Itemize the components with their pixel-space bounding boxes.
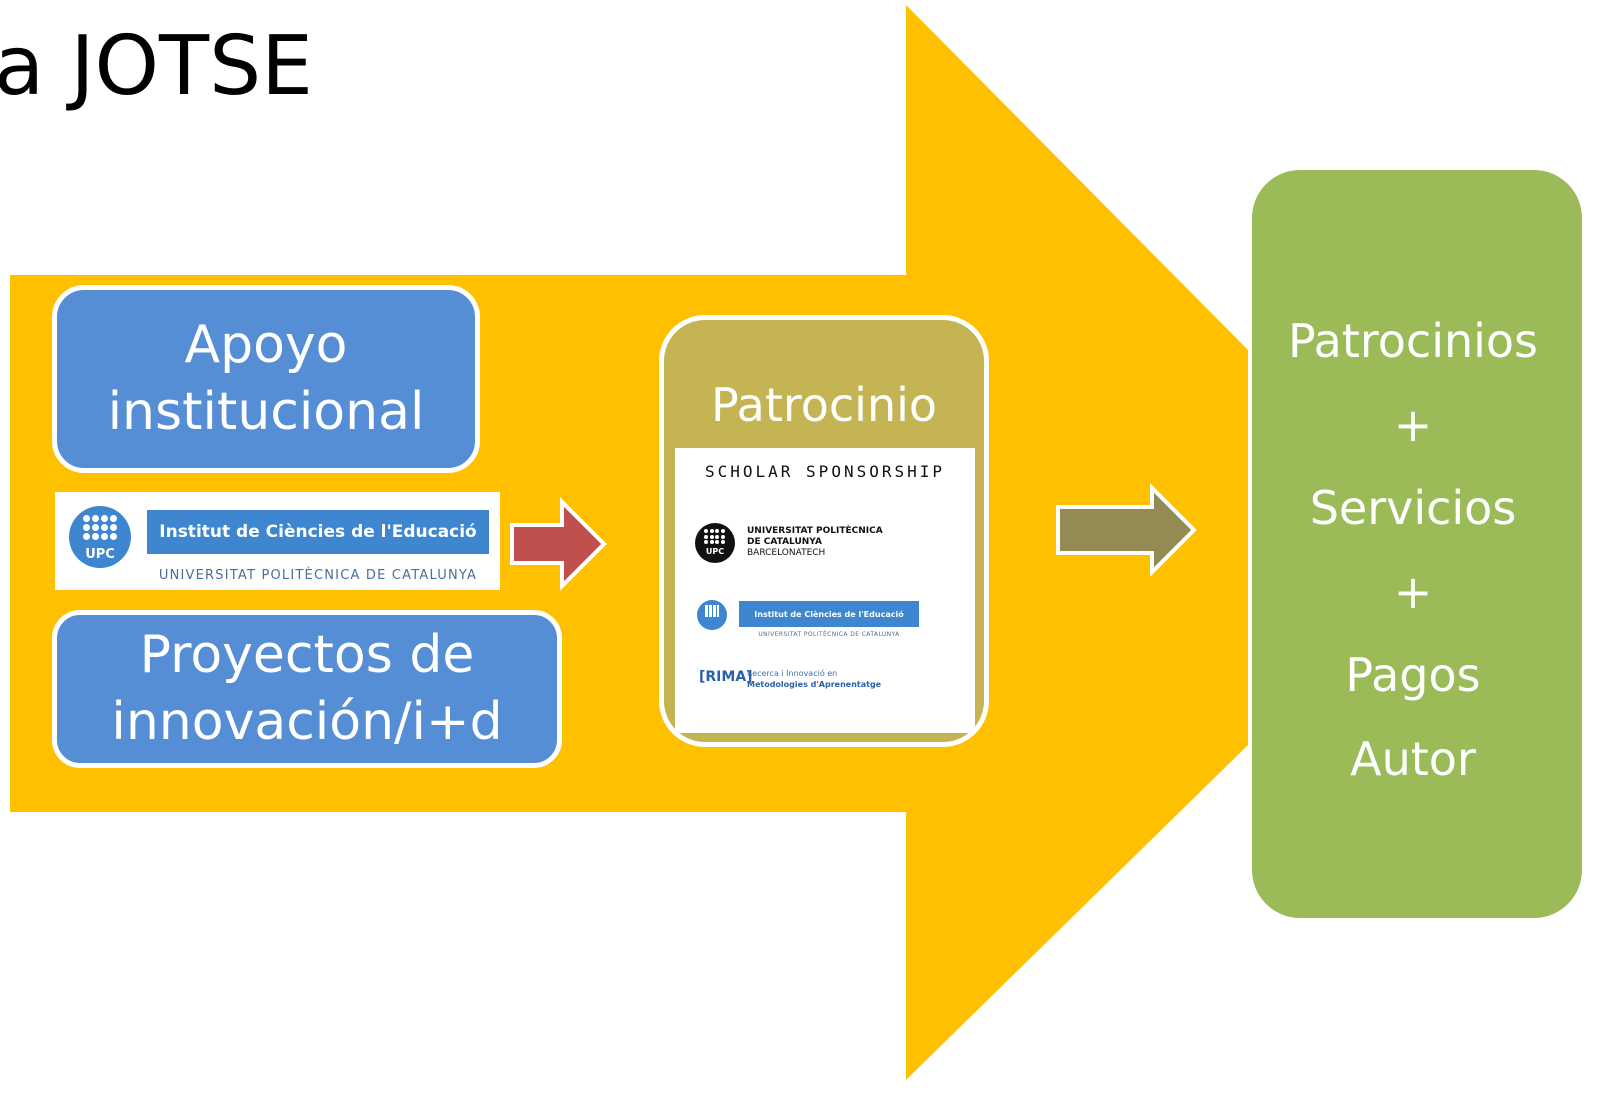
big-arrow-body: [10, 5, 1248, 1080]
rima-mark: [RIMA]: [699, 669, 753, 685]
disc-text: UPC: [705, 547, 725, 556]
rima-line-2: Metodologies d'Aprenentatge: [747, 680, 882, 689]
small-seal-icon: [697, 600, 727, 630]
olive-arrow-icon: [1056, 483, 1197, 577]
resultado-plus-1: +: [1393, 397, 1433, 452]
resultado-line-pagos: Pagos: [1345, 648, 1481, 702]
upc-logo-line-3: BARCELONATECH: [747, 548, 826, 558]
upc-barcelonatech-logo: UPC UNIVERSITAT POLITÈCNICA DE CATALUNYA…: [695, 518, 955, 568]
institut-ciencies-educacio-logo: UPC Institut de Ciències de l'Educació U…: [55, 492, 500, 590]
seal-dots: [83, 515, 117, 540]
patrocinio-label: Patrocinio: [710, 378, 938, 432]
resultado-line-servicios: Servicios: [1309, 481, 1517, 535]
proyectos-line-1: Proyectos de: [139, 625, 475, 686]
upc-disc-icon: UPC: [695, 523, 735, 563]
red-arrow-icon: [510, 497, 607, 591]
patrocinio-box: Patrocinio SCHOLAR SPONSORSHIP UPC UNIVE…: [659, 315, 989, 747]
logo-subtitle: UNIVERSITAT POLITÈCNICA DE CATALUNYA: [158, 568, 478, 583]
institut-ciencies-small-logo: Institut de Ciències de l'Educació UNIVE…: [695, 598, 955, 646]
apoyo-line-2: institucional: [107, 382, 425, 442]
rima-logo: [RIMA] Recerca i Innovació en Metodologi…: [695, 664, 925, 698]
logo-band-text: Institut de Ciències de l'Educació: [147, 510, 489, 554]
scholar-sponsorship-heading: SCHOLAR SPONSORSHIP: [704, 462, 946, 481]
resultado-text: Patrocinios + Servicios + Pagos Autor: [1252, 300, 1574, 801]
upc-logo-line-2: DE CATALUNYA: [747, 537, 822, 547]
upc-seal-icon: UPC: [69, 506, 131, 568]
small-logo-band-text: Institut de Ciències de l'Educació: [739, 601, 919, 627]
slide-title: a JOTSE: [0, 19, 313, 114]
proyectos-innovacion-box: Proyectos de innovación/i+d: [52, 610, 562, 768]
disc-dots: [704, 529, 725, 544]
upc-logo-line-1: UNIVERSITAT POLITÈCNICA: [747, 526, 883, 536]
apoyo-line-1: Apoyo: [184, 315, 348, 376]
proyectos-line-2: innovación/i+d: [111, 692, 503, 752]
resultado-box: [1252, 170, 1582, 918]
apoyo-institucional-box: Apoyo institucional: [52, 285, 480, 473]
resultado-plus-2: +: [1393, 564, 1433, 619]
upc-logo-text: UNIVERSITAT POLITÈCNICA DE CATALUNYA BAR…: [747, 526, 883, 559]
rima-line-1: Recerca i Innovació en: [747, 669, 838, 678]
seal-text: UPC: [85, 547, 115, 562]
resultado-line-autor: Autor: [1350, 731, 1476, 786]
rima-text: Recerca i Innovació en Metodologies d'Ap…: [747, 668, 881, 690]
scholar-sponsorship-panel: SCHOLAR SPONSORSHIP UPC UNIVERSITAT POLI…: [675, 448, 975, 733]
small-logo-subtitle: UNIVERSITAT POLITÈCNICA DE CATALUNYA: [758, 631, 900, 638]
resultado-line-patrocinios: Patrocinios: [1287, 314, 1539, 368]
